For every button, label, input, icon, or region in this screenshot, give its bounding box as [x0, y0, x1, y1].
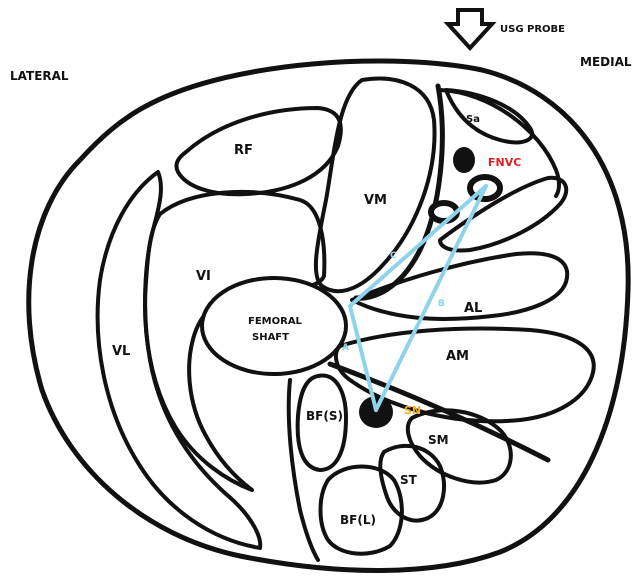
- al-label: AL: [464, 301, 482, 316]
- vl-label: VL: [112, 344, 130, 359]
- angle-b-label: B: [438, 299, 445, 309]
- st-label: ST: [400, 473, 418, 487]
- sn-label: SN: [404, 404, 421, 417]
- vi-label: VI: [196, 269, 211, 284]
- bf-long-label: BF(L): [340, 513, 376, 527]
- femoral-vessel-upper: [453, 147, 475, 173]
- bf-short-label: BF(S): [306, 409, 343, 423]
- angle-a-label: A: [342, 343, 349, 353]
- medial-label: MEDIAL: [580, 55, 632, 69]
- sartorius-outline: [446, 90, 532, 142]
- femoral-shaft-label-line1: FEMORAL: [248, 316, 303, 327]
- femoral-shaft-label-line2: SHAFT: [252, 332, 289, 343]
- am-label: AM: [446, 349, 469, 364]
- rf-label: RF: [234, 143, 253, 158]
- angle-c-label: C: [390, 251, 397, 261]
- sm-label: SM: [428, 433, 449, 447]
- vm-label: VM: [364, 193, 387, 208]
- biceps-femoris-long-outline: [321, 467, 402, 554]
- usg-probe-label: USG PROBE: [500, 24, 565, 35]
- rectus-femoris-outline: [176, 108, 340, 194]
- line-a: [350, 306, 376, 410]
- fnvc-label: FNVC: [488, 156, 521, 169]
- sa-label: Sa: [466, 114, 480, 125]
- femoral-vessel-left: [431, 203, 457, 221]
- lateral-label: LATERAL: [10, 69, 69, 83]
- usg-probe-arrow-icon: [448, 10, 492, 48]
